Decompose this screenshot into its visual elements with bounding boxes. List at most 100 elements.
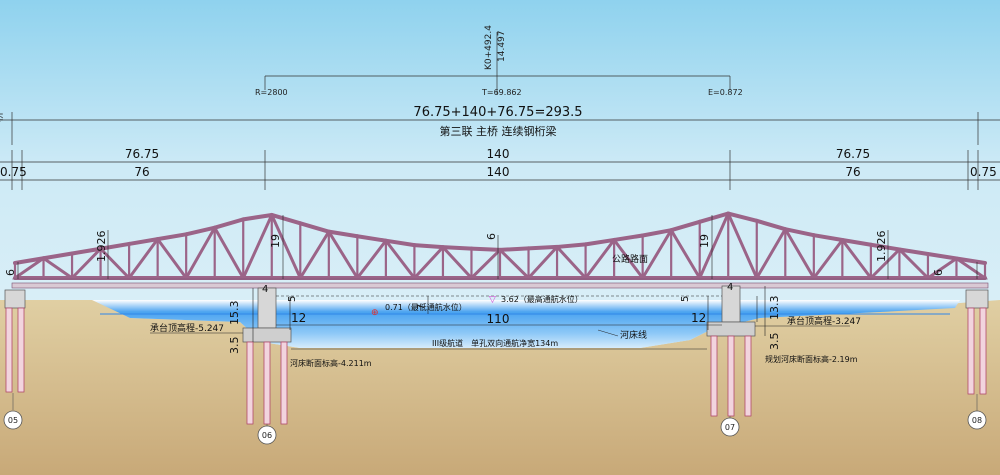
- diagonal-member: [954, 256, 987, 280]
- station-label-2: 14.497: [497, 31, 507, 63]
- clear-width-dim: 110: [487, 312, 510, 326]
- curve-r-label: R=2800: [255, 88, 288, 97]
- top-chord-segment: [269, 212, 303, 226]
- left-mid-height: 1.926: [95, 231, 108, 263]
- diagonal-member: [555, 245, 588, 280]
- top-chord-segment: [697, 211, 731, 224]
- diagonal-member: [897, 247, 930, 280]
- right-gap-dim: 5: [680, 296, 691, 302]
- diagonal-member: [441, 245, 473, 280]
- diagonal-member: [469, 248, 502, 280]
- pier06-small-dim: 4: [262, 284, 268, 295]
- left-end-height: 6: [4, 269, 17, 276]
- top-chord-segment: [212, 217, 246, 230]
- overall-dimension: 桥 76.75+140+76.75=293.5 第三联 主桥 连续钢桁梁: [0, 105, 1000, 145]
- svg-text:06: 06: [262, 431, 272, 440]
- diagonal-member: [327, 230, 359, 280]
- bridge-deck: [11, 282, 989, 289]
- diagonal-member: [184, 226, 217, 280]
- overall-span-formula: 76.75+140+76.75=293.5: [413, 105, 582, 120]
- top-chord-segment: [925, 251, 959, 261]
- overall-title: 第三联 主桥 连续钢桁梁: [440, 124, 557, 138]
- low-water-marker: ⊕: [371, 308, 379, 318]
- top-chord-segment: [155, 232, 189, 242]
- curve-info: K0+492.4 14.497 R=2800 T=69.862 E=0.872: [255, 25, 743, 97]
- mid-height: 6: [485, 233, 498, 240]
- high-water-marker: ▽: [489, 295, 496, 305]
- top-chord-segment: [669, 219, 702, 233]
- span3-bottom-dim: 76: [845, 165, 860, 179]
- top-chord-segment: [897, 247, 930, 256]
- pier06-cap-label: 承台顶高程-5.247: [150, 322, 224, 334]
- pier06-dim-b: 3.5: [228, 337, 241, 355]
- top-chord-segment: [868, 242, 902, 252]
- diagonal-member: [156, 237, 188, 280]
- diagonal-member: [812, 238, 844, 280]
- curve-t-label: T=69.862: [481, 88, 522, 97]
- top-chord-segment: [41, 251, 75, 261]
- left-edge-dim: 0.75: [0, 165, 27, 179]
- span1-bottom-dim: 76: [134, 165, 149, 179]
- diagonal-member: [99, 247, 131, 280]
- diagonal-member: [840, 238, 873, 280]
- diagonal-member: [755, 227, 787, 280]
- top-chord-segment: [412, 243, 445, 250]
- diagonal-member: [241, 213, 274, 280]
- diagonal-member: [527, 245, 559, 280]
- pier07-small-dim: 4: [727, 282, 733, 293]
- diagonal-member: [698, 212, 730, 280]
- diagonal-member: [412, 245, 445, 280]
- top-chord-segment: [70, 246, 103, 256]
- diagonal-member: [298, 230, 331, 280]
- top-chord-segment: [555, 242, 588, 249]
- top-chord-segment: [383, 238, 417, 248]
- axis-marker-08: 08: [967, 394, 987, 430]
- truss-height-dims: [17, 215, 978, 279]
- pier07-dim-a: 13.3: [768, 296, 781, 321]
- station-label-1: K0+492.4: [484, 25, 494, 70]
- riverbed-line-label: 河床线: [620, 329, 647, 341]
- top-chord-segment: [326, 229, 360, 239]
- diagonal-member: [213, 226, 245, 280]
- top-chord-segment: [13, 256, 46, 265]
- left-offset-dim: 12: [291, 311, 306, 325]
- right-edge-dim: 0.75: [970, 165, 997, 179]
- pier07-height: 19: [698, 234, 711, 248]
- high-water-level: 3.62（最高通航水位）: [501, 294, 583, 304]
- diagonal-member: [384, 239, 416, 280]
- right-offset-dim: 12: [691, 311, 706, 325]
- diagonal-member: [641, 228, 673, 280]
- top-chord-segment: [498, 246, 531, 252]
- svg-text:08: 08: [972, 416, 982, 425]
- diagonal-member: [669, 228, 702, 280]
- top-chord-segment: [98, 241, 132, 251]
- svg-text:07: 07: [725, 423, 735, 432]
- top-chord-segment: [754, 218, 788, 232]
- diagonal-member: [13, 256, 46, 280]
- top-chord-segment: [954, 256, 987, 265]
- top-chord-segment: [469, 246, 502, 252]
- axis-marker-07: 07: [720, 416, 740, 437]
- span2-top-dim: 140: [487, 147, 510, 161]
- navigation-clearance: [252, 286, 766, 342]
- top-chord-segment: [583, 237, 617, 247]
- right-mid-height: 1.926: [875, 231, 888, 263]
- pier07-section: 规划河床断面标高-2.19m: [765, 354, 858, 364]
- span1-top-dim: 76.75: [125, 147, 159, 161]
- left-cut-label: 桥: [0, 112, 5, 122]
- pier-08: [965, 289, 989, 395]
- span2-bottom-dim: 140: [487, 165, 510, 179]
- top-chord-segment: [811, 233, 845, 242]
- diagonal-member: [869, 247, 901, 280]
- axis-marker-06: 06: [257, 424, 277, 445]
- river-water: [92, 300, 960, 348]
- diagonal-member: [612, 238, 645, 280]
- diagonal-member: [726, 212, 759, 280]
- top-chord-segment: [241, 212, 274, 222]
- diagonal-member: [270, 213, 302, 280]
- pier-07: [706, 285, 756, 417]
- top-chord-segment: [526, 244, 560, 251]
- diagonal-member: [355, 239, 388, 280]
- pier07-cap-label: 承台顶高程-3.247: [787, 315, 861, 327]
